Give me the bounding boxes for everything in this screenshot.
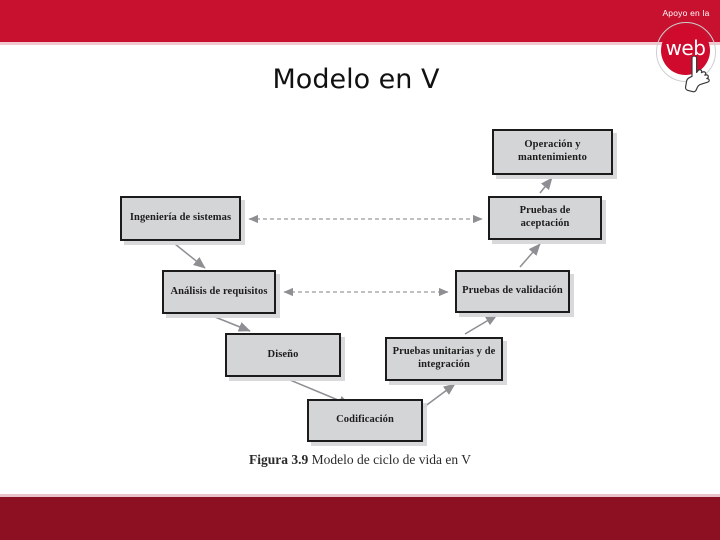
node-label: Diseño <box>267 348 299 360</box>
slide-title: Modelo en V <box>272 64 440 95</box>
top-decorative-bar <box>0 0 720 42</box>
node-pruebas-unitarias-integracion[interactable]: Pruebas unitarias y de integración <box>385 337 503 381</box>
node-pruebas-de-validacion[interactable]: Pruebas de validación <box>455 270 570 313</box>
node-pruebas-de-aceptacion[interactable]: Pruebas de aceptación <box>488 196 602 240</box>
node-label: Operación y mantenimiento <box>518 139 587 163</box>
top-bar-underline <box>0 42 720 45</box>
v-model-diagram: Ingeniería de sistemas Análisis de requi… <box>0 110 720 490</box>
node-label: Pruebas de validación <box>462 285 563 297</box>
bottom-bar-highlight <box>0 494 720 497</box>
node-operacion-y-mantenimiento[interactable]: Operación y mantenimiento <box>492 129 613 175</box>
logo-tagline: Apoyo en la <box>662 8 710 18</box>
figure-caption-text: Modelo de ciclo de vida en V <box>311 452 472 467</box>
hand-pointer-icon <box>684 56 710 93</box>
node-label: Análisis de requisitos <box>170 285 268 297</box>
node-label: Pruebas de aceptación <box>519 205 571 229</box>
node-label: Ingeniería de sistemas <box>129 212 232 224</box>
logo-wordmark: web <box>665 36 706 60</box>
bottom-decorative-bar <box>0 497 720 540</box>
figure-caption-number: Figura 3.9 <box>248 452 309 467</box>
node-codificacion[interactable]: Codificación <box>307 399 423 442</box>
node-analisis-de-requisitos[interactable]: Análisis de requisitos <box>162 270 276 314</box>
node-diseno[interactable]: Diseño <box>225 333 341 377</box>
brand-logo: Apoyo en la web <box>650 2 720 97</box>
node-label: Pruebas unitarias y de integración <box>392 346 496 370</box>
logo-circle <box>661 26 710 75</box>
node-label: Codificación <box>336 414 394 426</box>
node-ingenieria-de-sistemas[interactable]: Ingeniería de sistemas <box>120 196 241 241</box>
figure-caption: Figura 3.9 Modelo de ciclo de vida en V <box>0 452 720 468</box>
